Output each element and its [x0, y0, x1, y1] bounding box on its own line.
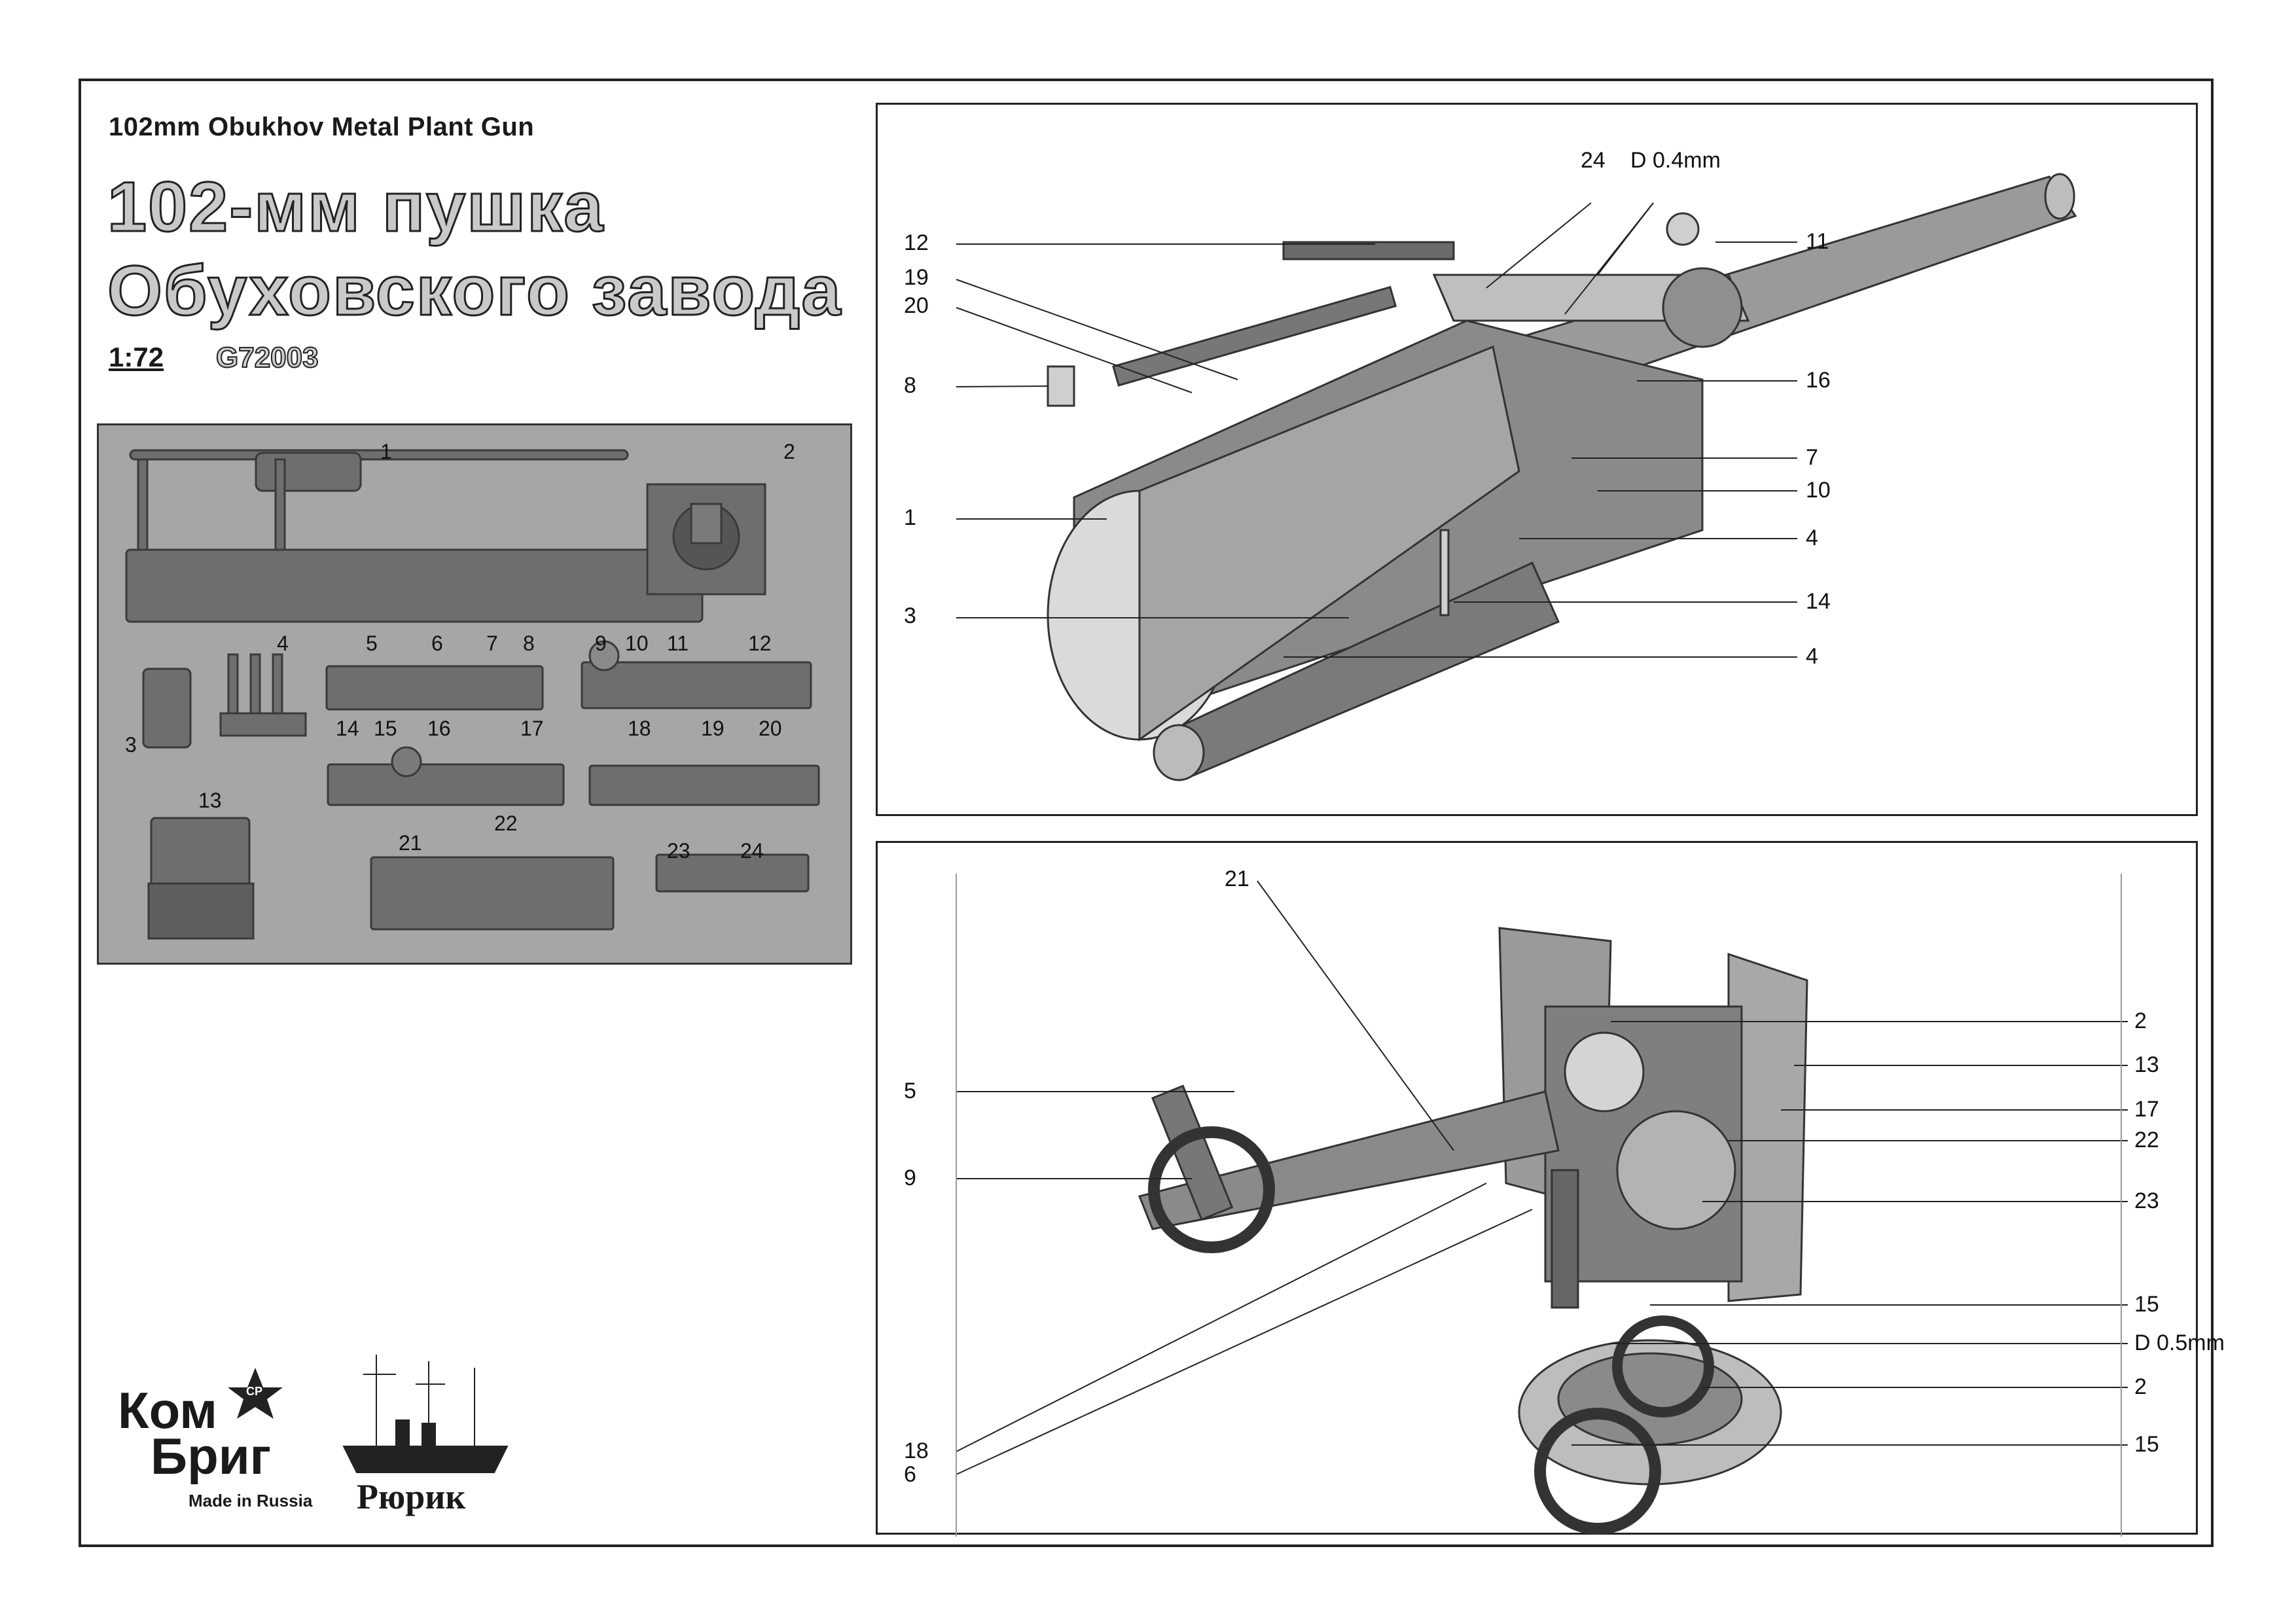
- top-render-panel: 12 19 20 8 1 3 11 16 7 10 4 14 4 24 D 0.4mm: [876, 103, 2198, 816]
- handwheel-front: [1534, 1408, 1661, 1535]
- star-icon: [228, 1368, 283, 1419]
- photo-part-label-17: 17: [520, 717, 544, 740]
- bottom-callout-left-4: 18: [904, 1438, 929, 1463]
- photo-part-label-15: 15: [374, 717, 397, 740]
- gear-housing: [1616, 1110, 1736, 1230]
- top-callout-left-2: 19: [904, 265, 929, 290]
- photo-part-label-22: 22: [494, 812, 518, 835]
- post: [1551, 1169, 1579, 1309]
- bottom-callout-left-1: 21: [1225, 866, 1249, 891]
- top-callout-right-5: 4: [1806, 526, 1818, 550]
- kombrig-star-text: CP: [246, 1385, 263, 1398]
- gun-barrel-render: [956, 173, 2077, 781]
- photo-part-label-11: 11: [667, 632, 689, 655]
- top-callout-right-2: 16: [1806, 368, 1831, 393]
- photo-part-label-18: 18: [628, 717, 651, 740]
- gun-mount-render: [956, 874, 2128, 1537]
- part-sprue-9-12: [581, 661, 812, 709]
- kombrig-line2: Бриг: [151, 1427, 272, 1485]
- sight-rod: [1112, 285, 1397, 387]
- kombrig-logo-graphic: [228, 1368, 283, 1419]
- bottom-callout-right-9: 15: [2134, 1432, 2159, 1457]
- bottom-callout-right-8: 2: [2134, 1374, 2147, 1399]
- sheet-frame: [79, 79, 2214, 1547]
- photo-part-label-16: 16: [427, 717, 451, 740]
- photo-part-label-2: 2: [783, 440, 795, 463]
- part-sprue-1: [125, 548, 704, 623]
- bottom-leader-lines: [956, 874, 2128, 1537]
- photo-part-label-5: 5: [366, 632, 378, 655]
- sight-drum: [1662, 267, 1743, 348]
- part-sprue-5-8: [325, 665, 544, 711]
- top-leader-lines: [956, 202, 1797, 658]
- photo-part-label-13: 13: [198, 789, 222, 812]
- photo-part-label-21: 21: [399, 831, 422, 855]
- bottom-callout-right-4: 22: [2134, 1128, 2159, 1152]
- photo-part-label-24: 24: [740, 839, 764, 863]
- photo-part-label-1: 1: [380, 440, 392, 463]
- photo-part-label-7: 7: [486, 632, 498, 655]
- bottom-callout-right-2: 13: [2134, 1052, 2159, 1077]
- top-callout-left-5: 1: [904, 505, 916, 530]
- photo-part-label-23: 23: [667, 839, 691, 863]
- bottom-callout-right-3: 17: [2134, 1097, 2159, 1122]
- photo-part-label-9: 9: [595, 632, 607, 655]
- kombrig-line1: Ком: [118, 1382, 217, 1439]
- top-callout-right-7: 4: [1806, 644, 1818, 669]
- top-callout-24: 24: [1581, 148, 1605, 173]
- photo-part-label-19: 19: [701, 717, 725, 740]
- bottom-callout-right-6: 15: [2134, 1292, 2159, 1317]
- rurik-name: Рюрик: [357, 1477, 466, 1516]
- bottom-callout-right-7: D 0.5mm: [2134, 1330, 2225, 1355]
- scale-label: 1:72: [109, 342, 164, 372]
- part-sprue-18-20: [588, 764, 820, 806]
- catalog-number: G72003: [215, 341, 319, 374]
- top-callout-dim: D 0.4mm: [1630, 148, 1721, 173]
- top-callout-right-4: 10: [1806, 478, 1831, 503]
- photo-part-label-20: 20: [759, 717, 782, 740]
- top-callout-left-6: 3: [904, 603, 916, 628]
- photo-part-label-14: 14: [336, 717, 359, 740]
- title-russian-line1: 102-мм пушка: [106, 167, 605, 246]
- telescope: [1282, 241, 1455, 260]
- handwheel-left: [1148, 1126, 1275, 1253]
- photo-part-label-10: 10: [625, 632, 649, 655]
- bottom-callout-right-1: 2: [2134, 1008, 2147, 1033]
- parts-photo-drawing: [125, 449, 820, 940]
- elevating-arm: [1138, 1090, 1560, 1230]
- top-callout-right-1: 11: [1806, 229, 1829, 254]
- kombrig-logo: Ком Бриг Made in Russia CP: [111, 1361, 314, 1525]
- part-sprue-14-17: [327, 763, 565, 806]
- photo-part-label-3: 3: [125, 733, 137, 757]
- top-callout-right-3: 7: [1806, 445, 1818, 470]
- part-sprue-21-22: [370, 856, 615, 931]
- bottom-callout-left-5: 6: [904, 1462, 916, 1487]
- photo-part-label-4: 4: [277, 632, 289, 655]
- kombrig-tagline: Made in Russia: [188, 1491, 313, 1510]
- bottom-callout-left-2: 5: [904, 1079, 916, 1103]
- photo-part-label-8: 8: [523, 632, 535, 655]
- top-callout-left-1: 12: [904, 230, 929, 255]
- subtitle-english: 102mm Obukhov Metal Plant Gun: [109, 113, 535, 141]
- top-callout-right-6: 14: [1806, 589, 1831, 614]
- part-barrel: [129, 449, 629, 461]
- photo-part-label-6: 6: [431, 632, 443, 655]
- part-3: [142, 668, 192, 749]
- ship-icon: [342, 1355, 509, 1473]
- part-sprue-23-24: [655, 853, 810, 893]
- rurik-logo: Рюрик: [337, 1348, 514, 1525]
- handwheel-rear: [1612, 1315, 1714, 1418]
- bottom-callout-left-3: 9: [904, 1166, 916, 1190]
- part-2-base: [646, 483, 766, 596]
- top-callout-left-3: 20: [904, 293, 929, 318]
- top-callout-left-4: 8: [904, 373, 916, 398]
- photo-part-label-12: 12: [748, 632, 772, 655]
- title-russian-line2: Обуховского завода: [106, 251, 842, 330]
- part-4-sprue: [219, 712, 307, 737]
- bottom-callout-right-5: 23: [2134, 1188, 2159, 1213]
